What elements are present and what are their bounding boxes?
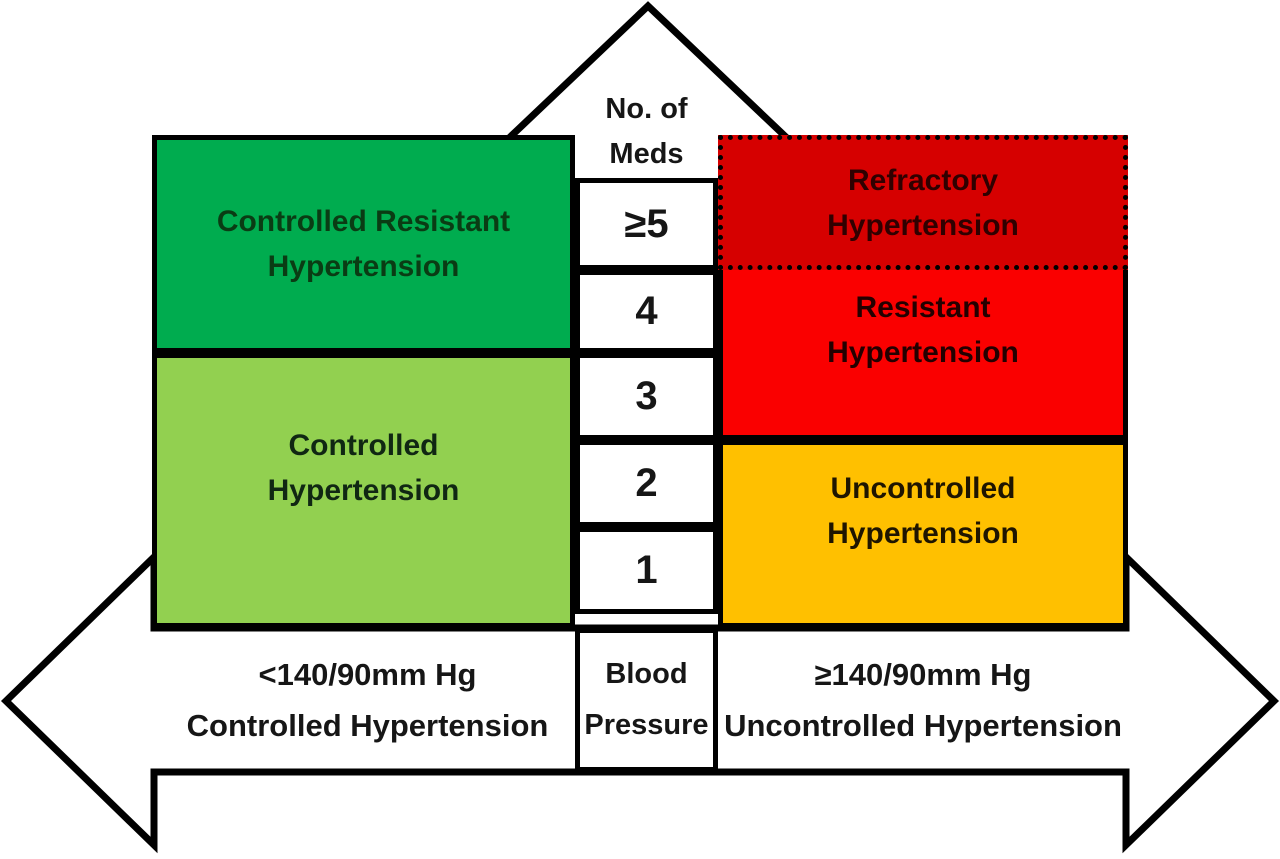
box-label-line: Hypertension — [827, 517, 1019, 550]
bp-axis-label-line: Pressure — [584, 709, 709, 741]
box-controlled-hypertension: Controlled Hypertension — [152, 353, 575, 628]
box-label-line: Controlled Resistant — [216, 205, 511, 238]
meds-tick-value: ≥5 — [624, 201, 669, 246]
box-label-line: Resistant — [855, 290, 991, 324]
box-label-line: Uncontrolled — [830, 472, 1016, 505]
bp-left-threshold: <140/90mm Hg — [258, 656, 477, 692]
bp-right-uncontrolled-label: ≥140/90mm Hg Uncontrolled Hypertension — [722, 630, 1124, 770]
meds-tick-value: 1 — [635, 548, 658, 592]
meds-tick-value: 3 — [635, 374, 658, 418]
bp-right-threshold: ≥140/90mm Hg — [814, 656, 1032, 692]
box-label-line: Hypertension — [827, 335, 1019, 369]
bp-left-controlled-label: <140/90mm Hg Controlled Hypertension — [165, 630, 570, 770]
meds-up-arrow — [505, 1, 791, 142]
meds-axis-label-line: No. of — [605, 93, 688, 126]
meds-tick-1: 1 — [575, 527, 718, 614]
meds-axis-label: No. of Meds — [575, 84, 718, 180]
box-resistant-hypertension: Resistant Hypertension — [718, 270, 1128, 440]
box-label-line: Refractory — [847, 163, 999, 197]
meds-tick-5plus: ≥5 — [575, 178, 718, 270]
bp-axis-label: Blood Pressure — [575, 628, 718, 772]
box-uncontrolled-hypertension: Uncontrolled Hypertension — [718, 440, 1128, 628]
box-label-line: Hypertension — [267, 473, 460, 507]
box-label-line: Controlled — [288, 428, 439, 462]
bp-left-category: Controlled Hypertension — [186, 708, 549, 743]
meds-tick-value: 2 — [635, 461, 658, 505]
meds-tick-4: 4 — [575, 270, 718, 353]
meds-tick-2: 2 — [575, 440, 718, 527]
meds-axis-label-line: Meds — [609, 138, 684, 170]
box-label-line: Hypertension — [827, 208, 1019, 242]
meds-tick-value: 4 — [635, 289, 658, 333]
box-controlled-resistant-hypertension: Controlled Resistant Hypertension — [152, 135, 575, 353]
box-label-line: Hypertension — [267, 250, 460, 283]
bp-axis-label-line: Blood — [605, 658, 688, 691]
meds-tick-3: 3 — [575, 353, 718, 440]
bp-right-category: Uncontrolled Hypertension — [724, 708, 1122, 743]
box-refractory-hypertension: Refractory Hypertension — [718, 135, 1128, 270]
